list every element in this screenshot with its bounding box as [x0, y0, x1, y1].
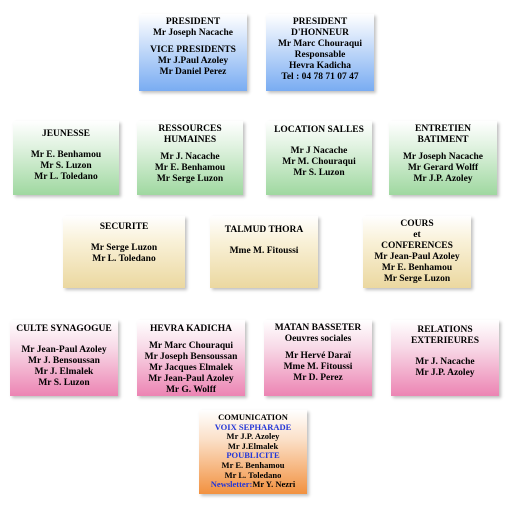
hevra-member: Mr Marc Chouraqui — [148, 341, 234, 351]
comunication-title: COMUNICATION — [218, 412, 288, 422]
president-box: PRESIDENT Mr Joseph Nacache VICE PRESIDE… — [139, 14, 247, 91]
cours-member: Mr Serge Luzon — [383, 274, 451, 284]
entretien-title-2: BATIMENT — [417, 135, 469, 145]
jeunesse-title: JEUNESSE — [41, 129, 91, 139]
matan-title-2: Oeuvres sociales — [284, 334, 352, 344]
hevra-member: Mr Joseph Bensoussan — [144, 352, 238, 362]
president-title: PRESIDENT — [165, 17, 221, 27]
voix-sepharade-label: VOIX SEPHARADE — [214, 421, 292, 432]
honorary-role: Responsable — [294, 50, 346, 60]
matan-member: Mme M. Fitoussi — [283, 362, 353, 372]
honorary-title-2: D'HONNEUR — [290, 28, 350, 38]
cours-member: Mr Jean-Paul Azoley — [374, 252, 460, 262]
ressources-humaines-box: RESSOURCES HUMAINES Mr J. Nacache Mr E. … — [137, 121, 243, 195]
honorary-president-box: PRESIDENT D'HONNEUR Mr Marc Chouraqui Re… — [266, 14, 374, 91]
location-member: Mr J Nacache — [290, 146, 348, 156]
location-salles-box: LOCATION SALLES Mr J Nacache Mr M. Chour… — [266, 121, 372, 195]
poublicite-label: POUBLICITE — [226, 450, 280, 461]
jeunesse-member: Mr L. Toledano — [34, 172, 98, 182]
jeunesse-box: JEUNESSE Mr E. Benhamou Mr S. Luzon Mr L… — [13, 121, 119, 195]
ressources-title-1: RESSOURCES — [158, 124, 222, 134]
cours-title-3: CONFERENCES — [381, 241, 453, 251]
culte-member: Mr J. Bensoussan — [28, 356, 100, 366]
hevra-kadicha-box: HEVRA KADICHA Mr Marc Chouraqui Mr Josep… — [137, 320, 245, 396]
ressources-member: Mr J. Nacache — [160, 152, 220, 162]
honorary-name: Mr Marc Chouraqui — [277, 39, 363, 49]
securite-title: SECURITE — [99, 222, 149, 232]
newsletter-label: Newsletter: — [210, 479, 253, 490]
culte-member: Mr S. Luzon — [38, 378, 90, 388]
poublicite-member: Mr L. Toledano — [224, 469, 282, 480]
vice-presidents-title: VICE PRESIDENTS — [150, 45, 236, 55]
culte-title: CULTE SYNAGOGUE — [16, 324, 112, 334]
vice-president-2: Mr Daniel Perez — [159, 67, 227, 77]
talmud-title: TALMUD THORA — [224, 225, 304, 235]
relations-member: Mr J. Nacache — [415, 357, 475, 367]
matan-title-1: MATAN BASSETER — [274, 323, 362, 333]
matan-member: Mr Hervé Daraï — [285, 351, 351, 361]
location-title: LOCATION SALLES — [274, 125, 364, 135]
culte-member: Mr J. Elmalek — [34, 367, 94, 377]
newsletter-line: Newsletter:Mr Y. Nezri — [199, 479, 307, 490]
entretien-member: Mr Gerard Wolff — [407, 163, 479, 173]
president-name: Mr Joseph Nacache — [152, 28, 234, 38]
voix-sepharade-member: Mr J.Elmalek — [227, 440, 279, 451]
hevra-member: Mr Jean-Paul Azoley — [148, 374, 234, 384]
cours-title-2: et — [413, 230, 421, 240]
entretien-member: Mr J.P. Azoley — [413, 174, 473, 184]
culte-synagogue-box: CULTE SYNAGOGUE Mr Jean-Paul Azoley Mr J… — [10, 320, 118, 396]
matan-basseter-box: MATAN BASSETER Oeuvres sociales Mr Hervé… — [264, 320, 372, 396]
voix-sepharade-member: Mr J.P. Azoley — [226, 431, 280, 442]
location-member: Mr M. Chouraqui — [282, 157, 356, 167]
cours-conferences-box: COURS et CONFERENCES Mr Jean-Paul Azoley… — [363, 216, 471, 288]
cours-member: Mr E. Benhamou — [381, 263, 453, 273]
securite-box: SECURITE Mr Serge Luzon Mr L. Toledano — [63, 216, 185, 288]
poublicite-member: Mr E. Benhamou — [221, 459, 285, 470]
vice-president-1: Mr J.Paul Azoley — [157, 56, 229, 66]
matan-member: Mr D. Perez — [293, 373, 343, 383]
ressources-title-2: HUMAINES — [163, 135, 217, 145]
relations-title-2: EXTERIEURES — [410, 336, 480, 346]
cours-title-1: COURS — [400, 219, 434, 229]
hevra-title: HEVRA KADICHA — [149, 324, 233, 334]
securite-member: Mr Serge Luzon — [90, 243, 158, 253]
newsletter-name: Mr Y. Nezri — [252, 479, 296, 490]
culte-member: Mr Jean-Paul Azoley — [21, 345, 107, 355]
securite-member: Mr L. Toledano — [92, 254, 156, 264]
relations-exterieures-box: RELATIONS EXTERIEURES Mr J. Nacache Mr J… — [391, 320, 499, 396]
ressources-member: Mr Serge Luzon — [156, 174, 224, 184]
honorary-role-2: Hevra Kadicha — [288, 61, 351, 71]
entretien-title-1: ENTRETIEN — [415, 124, 471, 134]
honorary-phone: Tel : 04 78 71 07 47 — [281, 72, 359, 82]
ressources-member: Mr E. Benhamou — [154, 163, 226, 173]
jeunesse-member: Mr S. Luzon — [40, 161, 92, 171]
talmud-member: Mme M. Fitoussi — [229, 246, 299, 256]
comunication-box: COMUNICATION VOIX SEPHARADE Mr J.P. Azol… — [199, 410, 307, 494]
entretien-batiment-box: ENTRETIEN BATIMENT Mr Joseph Nacache Mr … — [389, 121, 497, 195]
talmud-thora-box: TALMUD THORA Mme M. Fitoussi — [210, 216, 318, 288]
relations-title-1: RELATIONS — [417, 325, 473, 335]
location-member: Mr S. Luzon — [293, 168, 345, 178]
honorary-title-1: PRESIDENT — [292, 17, 348, 27]
relations-member: Mr J.P. Azoley — [415, 368, 475, 378]
entretien-member: Mr Joseph Nacache — [402, 152, 484, 162]
hevra-member: Mr Jacques Elmalek — [149, 363, 233, 373]
hevra-member: Mr G. Wolff — [165, 385, 217, 395]
jeunesse-member: Mr E. Benhamou — [30, 150, 102, 160]
